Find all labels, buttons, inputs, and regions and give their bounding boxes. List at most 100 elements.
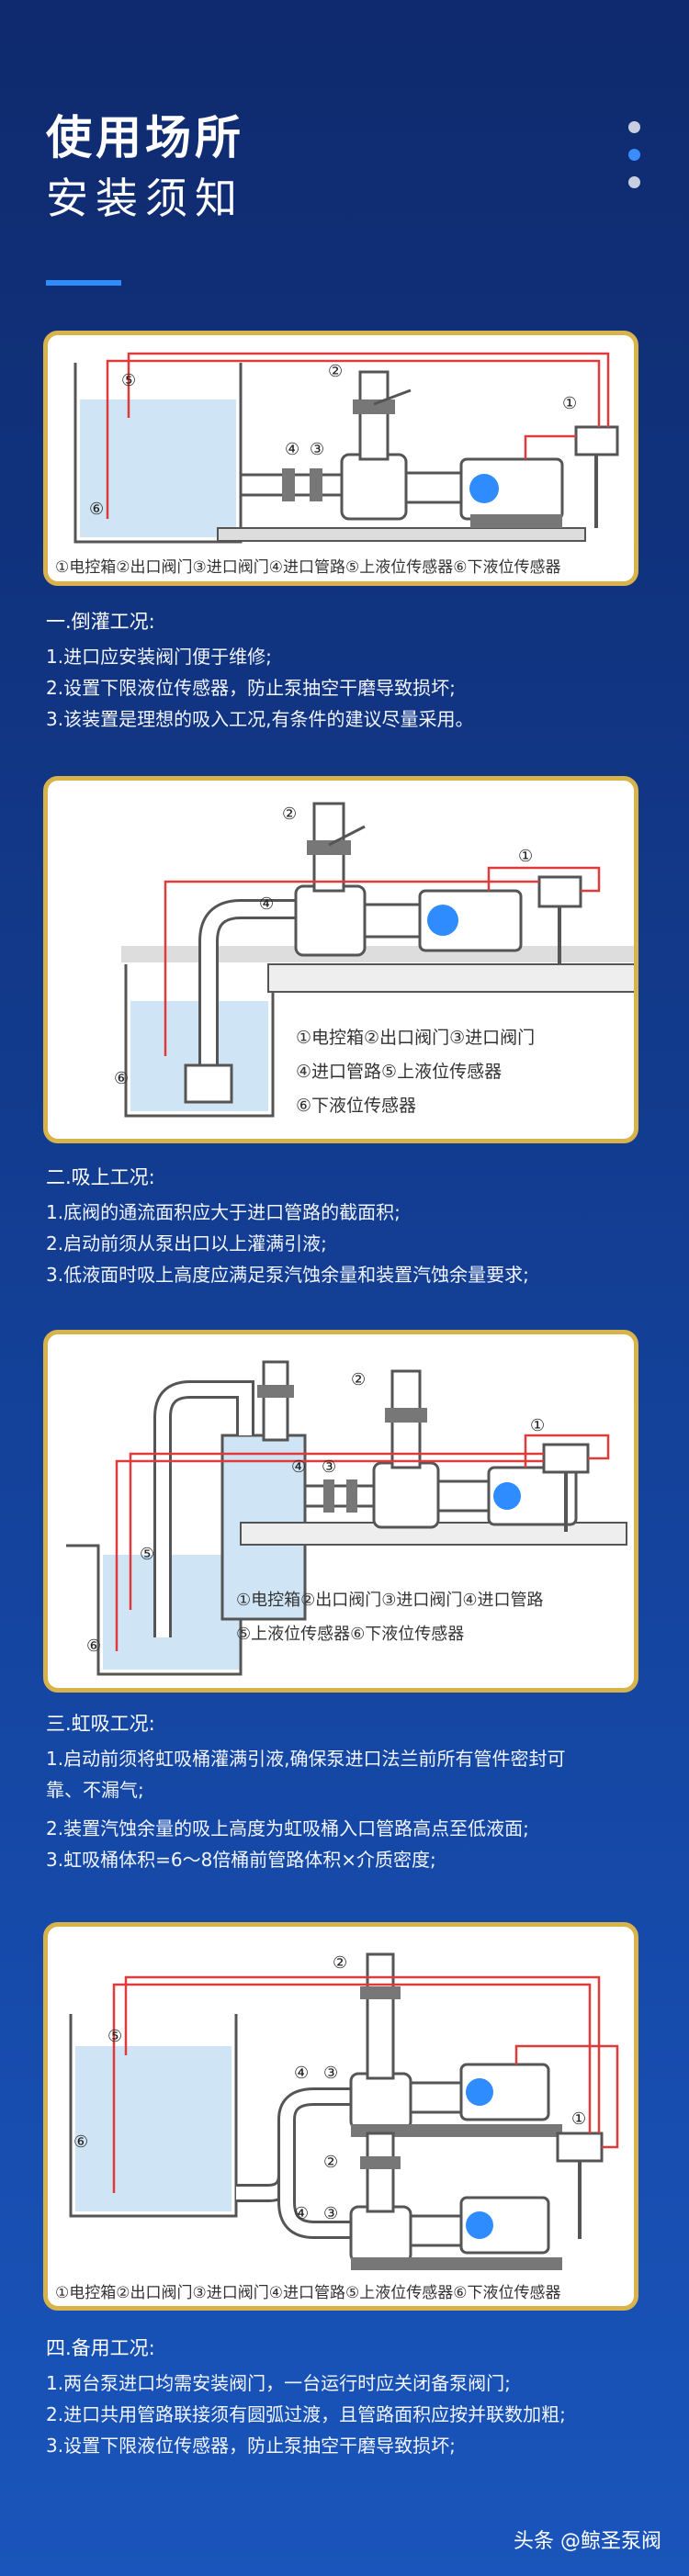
common-pipe-inner	[236, 2090, 351, 2199]
section-flooded: 一.倒灌工况: 1.进口应安装阀门便于维修; 2.设置下限液位传感器，防止泵抽空…	[46, 606, 652, 735]
section-standby: 四.备用工况: 1.两台泵进口均需安装阀门，一台运行时应关闭备泵阀门; 2.进口…	[46, 2333, 652, 2461]
section-line: 2.启动前须从泵出口以上灌满引液;	[46, 1232, 327, 1254]
sensor-wire	[127, 352, 610, 427]
outlet-pipe	[358, 370, 390, 461]
outlet-pipe-upper	[366, 1952, 395, 2080]
diagram-siphon: ④ ③ ② ① ⑤ ⑥ ①电控箱②出口阀门③进口阀门④进口管路 ⑤上液位传感器⑥…	[43, 1330, 638, 1693]
pump-base-lower	[351, 2257, 562, 2270]
label-6: ⑥	[114, 1069, 129, 1088]
section-line: 1.启动前须将虹吸桶灌满引液,确保泵进口法兰前所有管件密封可	[46, 1748, 566, 1770]
base-slab	[217, 527, 586, 542]
label-1: ①	[571, 2109, 586, 2129]
label-4: ④	[294, 2064, 309, 2083]
label-2-lower: ②	[323, 2153, 338, 2172]
diagram3-legend-line1: ①电控箱②出口阀门③进口阀门④进口管路	[236, 1591, 544, 1610]
inlet-valve	[282, 468, 295, 501]
section-line: 1.进口应安装阀门便于维修;	[46, 646, 272, 668]
section-line: 2.设置下限液位传感器，防止泵抽空干磨导致损坏;	[46, 677, 456, 699]
diagram2-legend-line3: ⑥下液位传感器	[296, 1096, 417, 1116]
label-2: ②	[351, 1370, 366, 1389]
valve-handle	[328, 825, 366, 847]
outlet-valve-upper	[360, 1986, 401, 1999]
sump-wall	[124, 964, 275, 1118]
label-3: ③	[322, 1457, 336, 1477]
section-line: 2.装置汽蚀余量的吸上高度为虹吸桶入口管路高点至低液面;	[46, 1817, 529, 1839]
section-line: 3.设置下限液位传感器，防止泵抽空干磨导致损坏;	[46, 2435, 456, 2457]
vent-pipe	[262, 1360, 289, 1442]
section-line: 靠、不漏气;	[46, 1779, 144, 1801]
sensor-wire	[124, 1975, 601, 2133]
section-line: 3.低液面时吸上高度应满足泵汽蚀余量和装置汽蚀余量要求;	[46, 1264, 529, 1286]
label-3: ③	[310, 440, 324, 459]
coupling	[436, 1479, 491, 1513]
label-6: ⑥	[86, 1637, 101, 1656]
foot-valve	[184, 1063, 233, 1104]
motor	[487, 1466, 578, 1526]
suction-lift-diagram: ④ ② ① ⑥	[114, 802, 634, 1118]
outlet-valve	[307, 840, 351, 855]
diagram2-legend-line1: ①电控箱②出口阀门③进口阀门	[296, 1028, 536, 1048]
pump-body	[294, 884, 367, 957]
sensor-wire-2	[106, 359, 601, 519]
section-suction-lift: 二.吸上工况: 1.底阀的通流面积应大于进口管路的截面积; 2.启动前须从泵出口…	[46, 1162, 652, 1290]
pump-body-upper	[349, 2072, 412, 2131]
page-dot[interactable]	[628, 176, 640, 188]
label-6: ⑥	[89, 500, 104, 519]
control-box	[556, 2132, 604, 2163]
label-5: ⑤	[107, 2027, 122, 2046]
motor-wire	[524, 1434, 610, 1468]
motor-wire	[487, 866, 601, 893]
footer-watermark: 头条 @鲸圣泵阀	[514, 2530, 661, 2553]
tank-water	[75, 2046, 232, 2211]
motor-logo-icon	[493, 1482, 521, 1510]
tank-wall	[69, 2014, 238, 2218]
sensor-wire-2	[112, 1983, 592, 2193]
section-line: 3.虹吸桶体积=6～8倍桶前管路体积×介质密度;	[46, 1849, 436, 1871]
motor-logo-icon	[466, 2078, 493, 2106]
flooded-suction-diagram: ⑤ ⑥ ④ ③ ② ①	[73, 352, 619, 544]
pump-body	[340, 453, 408, 521]
motor-upper	[459, 2063, 550, 2121]
label-1: ①	[562, 394, 577, 413]
label-4: ④	[291, 1457, 306, 1477]
branch-pipe-inner	[280, 2175, 351, 2236]
label-2: ②	[328, 362, 343, 381]
diagram3-legend-line2: ⑤上液位传感器⑥下液位传感器	[236, 1625, 465, 1644]
pump-body-lower	[349, 2205, 412, 2264]
outlet-valve	[353, 399, 395, 414]
base-slab	[267, 963, 634, 993]
inlet-valve-2	[310, 468, 322, 501]
page-dot[interactable]	[628, 121, 640, 133]
label-1: ①	[530, 1416, 545, 1435]
pump-body	[372, 1461, 440, 1529]
inlet-pipe	[303, 1484, 380, 1508]
section-line: 1.两台泵进口均需安装阀门，一台运行时应关闭备泵阀门;	[46, 2372, 511, 2394]
inlet-valve-2	[346, 1479, 357, 1513]
coupling-lower	[409, 2214, 463, 2247]
page-dot-active[interactable]	[628, 149, 640, 161]
pump-base	[470, 514, 562, 528]
diagram4-legend: ①电控箱②出口阀门③进口阀门④进口管路⑤上液位传感器⑥下液位传感器	[55, 2284, 561, 2302]
coupling	[363, 903, 422, 939]
sensor-wire-2	[115, 1459, 544, 1651]
section-title: 一.倒灌工况:	[46, 611, 155, 633]
sensor-wire	[164, 880, 539, 1056]
siphon-pipe-inner	[156, 1383, 252, 1637]
label-2: ②	[282, 804, 297, 824]
control-box	[542, 1443, 590, 1474]
label-4-lower: ④	[294, 2204, 309, 2223]
diagram-standby: ② ④ ③ ⑤ ⑥ ① ② ③ ④ ①电控箱②出口阀门③进口阀门④进口管路⑤上液…	[43, 1922, 638, 2311]
motor-logo-icon	[466, 2211, 493, 2239]
tank-water	[80, 399, 236, 537]
page-indicator[interactable]	[628, 121, 641, 204]
section-title: 二.吸上工况:	[46, 1166, 155, 1188]
label-4: ④	[259, 894, 274, 914]
sensor-wire	[129, 1452, 544, 1610]
diagram2-legend-line2: ④进口管路⑤上液位传感器	[296, 1062, 503, 1082]
standby-diagram: ② ④ ③ ⑤ ⑥ ① ② ③ ④	[69, 1952, 619, 2270]
page-subtitle: 安装须知	[46, 174, 244, 223]
motor-logo-icon	[469, 474, 499, 503]
ground	[121, 946, 634, 962]
control-box	[574, 425, 619, 456]
label-3: ③	[323, 2064, 338, 2083]
